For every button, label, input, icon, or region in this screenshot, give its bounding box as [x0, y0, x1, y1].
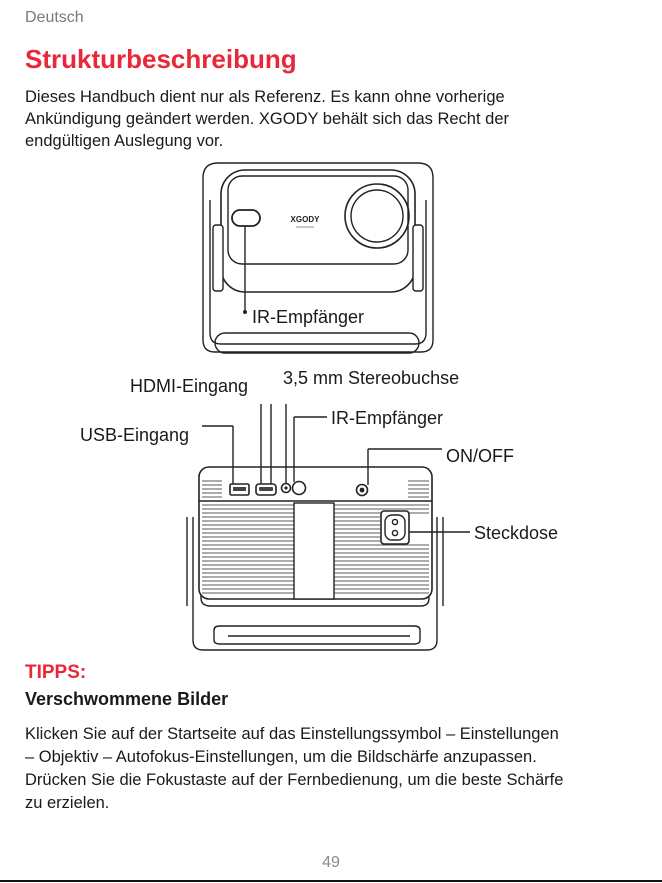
intro-paragraph: Dieses Handbuch dient nur als Referenz. …	[25, 88, 509, 150]
vent-grille	[202, 480, 429, 594]
projector-front-view: XGODY IR-Empfänger	[202, 162, 434, 354]
footer-divider	[0, 880, 662, 882]
projector-diagram: XGODY IR-Empfänger	[80, 162, 558, 651]
callout-ir-receiver-back: IR-Empfänger	[331, 408, 443, 428]
brand-logo: XGODY	[291, 215, 321, 224]
page-number: 49	[322, 854, 340, 871]
language-label: Deutsch	[25, 9, 84, 26]
ir-sensor-back	[291, 480, 307, 496]
callout-power-socket: Steckdose	[474, 523, 558, 543]
power-socket	[380, 510, 410, 545]
page-title: Strukturbeschreibung	[25, 44, 297, 74]
callout-hdmi-input: HDMI-Eingang	[130, 376, 248, 396]
tips-heading: TIPPS:	[25, 662, 87, 683]
callout-ir-receiver-front: IR-Empfänger	[252, 307, 364, 327]
tips-subheading: Verschwommene Bilder	[25, 689, 229, 709]
callout-audio-jack: 3,5 mm Stereobuchse	[283, 368, 459, 388]
tips-paragraph: Klicken Sie auf der Startseite auf das E…	[25, 725, 564, 812]
power-button	[355, 483, 369, 497]
callout-power-button: ON/OFF	[446, 446, 514, 466]
projector-back-view	[186, 404, 470, 651]
callout-usb-input: USB-Eingang	[80, 425, 189, 445]
